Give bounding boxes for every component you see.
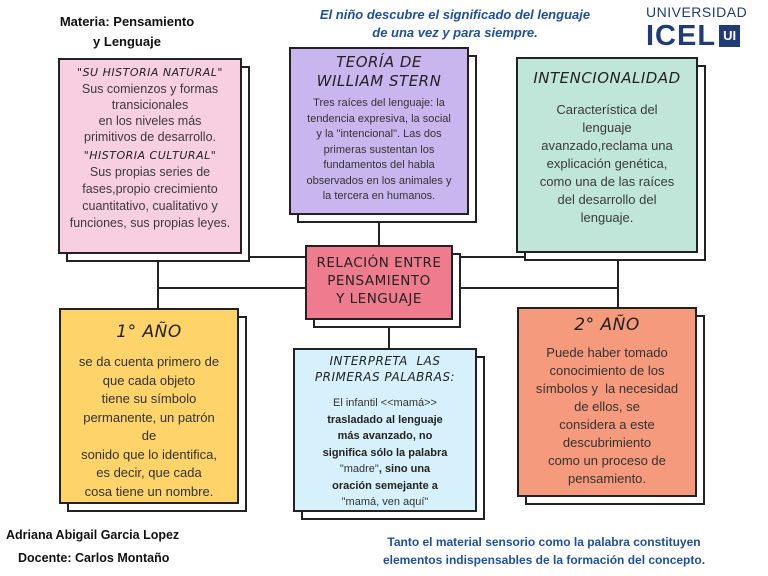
center-title: RELACIÓN ENTRE PENSAMIENTO Y LENGUAJE xyxy=(307,254,451,308)
year2-text-line: como un proceso de xyxy=(548,453,666,468)
cultural-history-text: Sus propias series de fases,propio creci… xyxy=(60,164,240,232)
year1-text-line: cosa tiene un nombre. xyxy=(84,483,214,499)
year1-text: se da cuenta primero de que cada objeto … xyxy=(61,353,237,501)
author-name: Adriana Abigail Garcia Lopez xyxy=(6,528,180,542)
connector-right-vertical xyxy=(617,256,619,308)
year2-text-line: considera a este xyxy=(559,417,655,432)
stern-text-line: observados en los animales y xyxy=(306,174,452,187)
year1-text-line: sonido que lo identifica, xyxy=(81,446,217,462)
stern-box: TEORÍA DE WILLIAM STERN Tres raíces del … xyxy=(289,47,469,215)
interpret-text: El infantil <<mamá>> trasladado al lengu… xyxy=(295,395,475,511)
footer-note-line-1: Tanto el material sensorio como la palab… xyxy=(387,535,701,549)
university-logo: UNIVERSIDAD ICEL UI xyxy=(646,4,760,52)
quote-line-1: El niño descubre el significado del leng… xyxy=(319,7,591,22)
footer-note: Tanto el material sensorio como la palab… xyxy=(328,533,760,569)
history-box: "SU HISTORIA NATURAL" Sus comienzos y fo… xyxy=(58,58,242,254)
intent-text-line: del desarrollo del xyxy=(557,192,657,207)
year1-text-line: se da cuenta primero de xyxy=(78,354,220,369)
subject-line-2: y Lenguaje xyxy=(93,34,161,49)
quote-line-2: de una vez y para siempre. xyxy=(372,25,538,40)
interpret-text-line: El infantil <<mamá>> xyxy=(333,397,437,409)
connector-center-up xyxy=(378,215,380,245)
year2-text-line: símbolos y la necesidad xyxy=(535,381,679,396)
stern-text-line: tendencia expresiva, la social xyxy=(307,112,451,125)
history-text-line: primitivos de desarrollo. xyxy=(84,130,216,144)
intent-text-line: explicación genética, xyxy=(546,156,668,171)
interpret-text-bold: significa sólo la palabra xyxy=(322,446,448,459)
year2-box: 2° AÑO Puede haber tomado conocimiento d… xyxy=(517,307,697,497)
stern-title-line-2: WILLIAM STERN xyxy=(316,72,442,90)
history-text-line: cuantitativo, cualitativo y xyxy=(82,199,218,213)
connector-left-vertical xyxy=(157,256,159,308)
interpret-text-bold: , sino una xyxy=(378,463,431,475)
center-title-line-2: PENSAMIENTO xyxy=(327,273,431,289)
author-credit: Adriana Abigail Garcia Lopez Docente: Ca… xyxy=(6,524,226,570)
logo-top-text: UNIVERSIDAD xyxy=(646,4,748,20)
stern-text-line: Tres raíces del lenguaje: la xyxy=(313,97,445,109)
header-quote: El niño descubre el significado del leng… xyxy=(290,6,620,42)
history-text-line: Sus comienzos y formas xyxy=(81,82,219,96)
year2-text-line: Puede haber tomado xyxy=(546,345,668,360)
year1-text-line: tiene su símbolo xyxy=(101,391,197,406)
intent-text: Característica del lenguaje avanzado,rec… xyxy=(518,101,696,227)
stern-text: Tres raíces del lenguaje: la tendencia e… xyxy=(291,96,467,205)
interpret-box: INTERPRETA LAS PRIMERAS PALABRAS: El inf… xyxy=(293,348,477,512)
year2-text-line: descubrimiento xyxy=(562,435,652,450)
year1-title: 1° AÑO xyxy=(116,322,182,342)
interpret-text-bold: más avanzado xyxy=(337,430,413,442)
intent-title: INTENCIONALIDAD xyxy=(533,69,681,87)
stern-text-line: la tercera en humanos. xyxy=(322,190,436,202)
interpret-title-line-2: PRIMERAS PALABRAS: xyxy=(314,370,456,384)
intent-text-line: Característica del xyxy=(556,102,658,117)
year1-text-line: permanente, un patrón xyxy=(83,409,215,425)
history-text-line: fases,propio crecimiento xyxy=(82,182,218,196)
stern-title-line-1: TEORÍA DE xyxy=(336,53,422,71)
subject-label: Materia: Pensamiento y Lenguaje xyxy=(42,12,212,52)
intent-text-line: como una de las raíces xyxy=(539,174,675,189)
footer-note-line-2: elementos indispensables de la formación… xyxy=(382,553,706,567)
stern-text-line: fundamentos del habla xyxy=(323,159,435,171)
natural-history-text: Sus comienzos y formas transicionales en… xyxy=(60,81,240,145)
year2-text-line: de ellos, se xyxy=(574,399,640,414)
logo-main-text: ICEL xyxy=(646,20,717,52)
teacher-name: Docente: Carlos Montaño xyxy=(18,551,170,565)
center-title-line-3: Y LENGUAJE xyxy=(336,291,422,307)
natural-history-heading: "SU HISTORIA NATURAL" xyxy=(77,66,223,79)
logo-badge: UI xyxy=(719,25,741,47)
intent-text-line: lenguaje xyxy=(582,120,632,135)
year2-text-line: conocimiento de los xyxy=(549,363,665,378)
interpret-title: INTERPRETA LAS PRIMERAS PALABRAS: xyxy=(295,353,475,385)
stern-text-line: primeras sustentan los xyxy=(323,143,435,156)
interpret-text-bold: , no xyxy=(412,430,433,442)
year2-text: Puede haber tomado conocimiento de los s… xyxy=(519,344,695,488)
intent-text-line: lenguaje. xyxy=(580,210,634,225)
stern-text-line: y la "intencional". Las dos xyxy=(316,128,442,140)
interpret-text-bold: oración semejante a xyxy=(332,479,438,492)
interpret-text-bold: trasladado al lenguaje xyxy=(327,413,443,426)
interpret-text-line: "madre" xyxy=(339,463,379,475)
cultural-history-heading: "HISTORIA CULTURAL" xyxy=(83,149,217,162)
intent-box: INTENCIONALIDAD Característica del lengu… xyxy=(516,57,698,253)
center-title-line-1: RELACIÓN ENTRE xyxy=(316,255,442,271)
year1-text-line: es decir, que cada xyxy=(96,465,202,480)
history-text-line: funciones, sus propias leyes. xyxy=(69,216,231,230)
subject-line-1: Materia: Pensamiento xyxy=(59,14,195,29)
history-text-line: transicionales xyxy=(111,98,189,112)
year2-text-line: pensamiento. xyxy=(567,471,647,486)
year1-text-line: que cada objeto xyxy=(102,372,196,388)
connector-center-down xyxy=(388,320,390,350)
intent-text-line: avanzado,reclama una xyxy=(541,138,673,153)
interpret-title-line-1: INTERPRETA LAS xyxy=(329,354,441,368)
history-text-line: Sus propias series de xyxy=(89,165,211,179)
stern-title: TEORÍA DE WILLIAM STERN xyxy=(291,53,467,91)
history-text-line: en los niveles más xyxy=(98,114,202,128)
year2-title: 2° AÑO xyxy=(574,315,640,335)
interpret-text-line: "mamá, ven aquí" xyxy=(341,496,429,508)
center-box: RELACIÓN ENTRE PENSAMIENTO Y LENGUAJE xyxy=(305,245,453,320)
year1-box: 1° AÑO se da cuenta primero de que cada … xyxy=(59,308,239,504)
year1-text-line: de xyxy=(141,428,157,443)
